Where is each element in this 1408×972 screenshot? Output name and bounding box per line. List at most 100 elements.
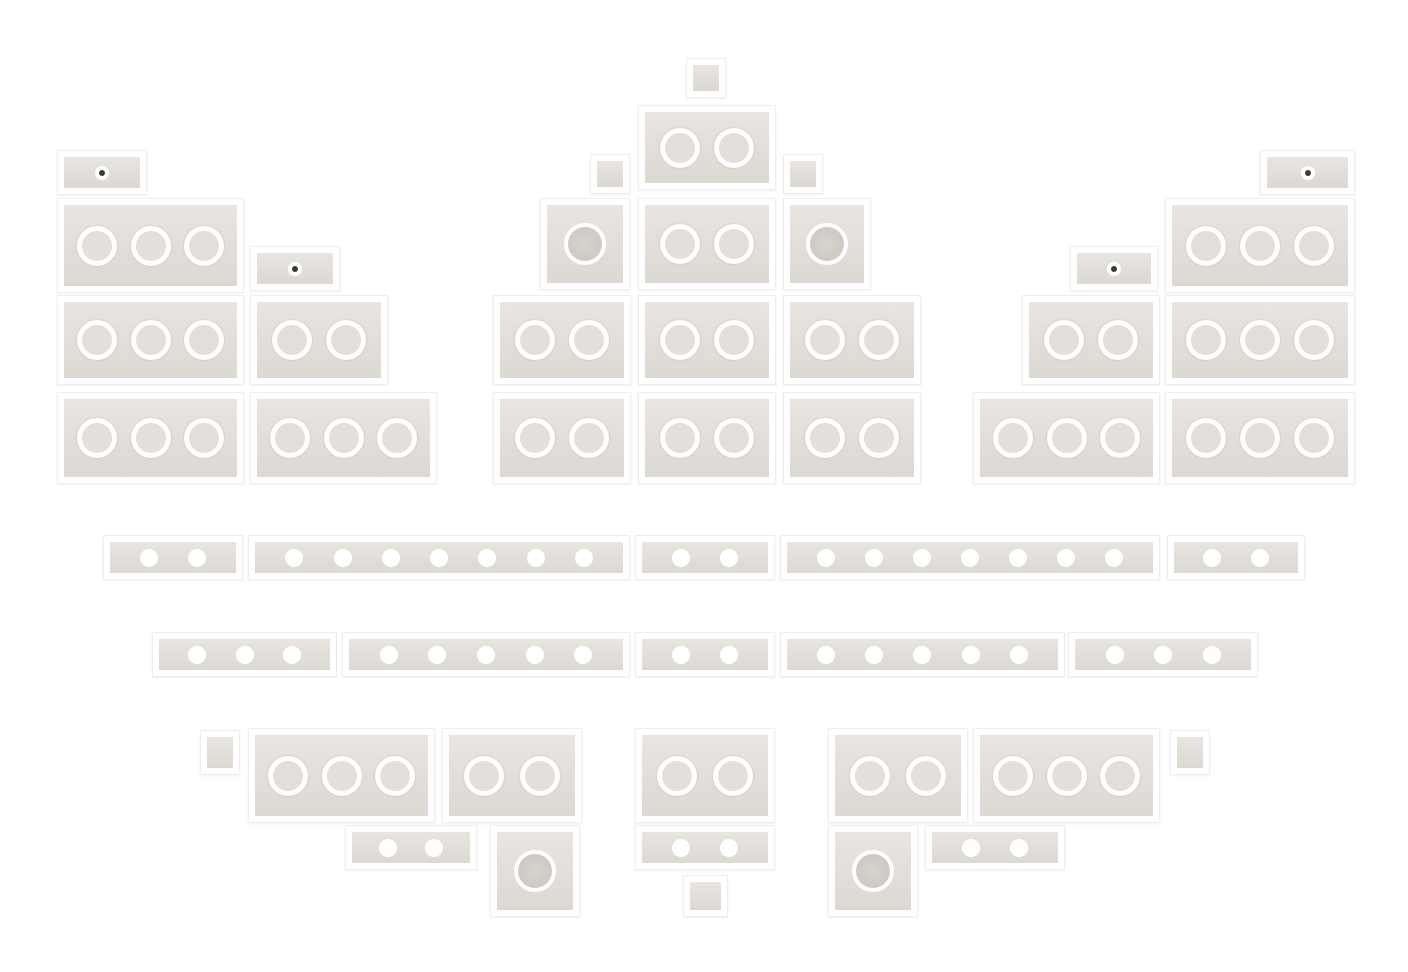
brick	[493, 392, 631, 484]
brick	[250, 295, 388, 385]
round-mark	[852, 850, 894, 892]
hole-mark	[1010, 838, 1028, 857]
brick-face	[693, 65, 719, 91]
hole-mark	[526, 548, 545, 567]
brick	[973, 392, 1160, 484]
round-mark	[806, 223, 848, 265]
hole-mark	[720, 645, 738, 664]
round-mark	[514, 850, 556, 892]
brick-face	[257, 302, 381, 378]
stud-mark	[657, 755, 698, 796]
stud-mark	[1240, 225, 1280, 266]
brick-face	[597, 161, 623, 187]
brick-face	[1029, 302, 1153, 378]
hole-mark	[672, 838, 690, 857]
hole-mark	[865, 645, 884, 664]
brick	[57, 392, 244, 484]
hole-mark	[188, 645, 207, 664]
hole-mark	[913, 548, 931, 567]
brick-face	[64, 399, 237, 477]
hole-mark	[720, 838, 738, 857]
stud-mark	[130, 418, 171, 458]
stud-mark	[77, 225, 118, 266]
hole-mark	[476, 645, 495, 664]
hole-mark	[1154, 645, 1172, 664]
hole-mark	[381, 548, 400, 567]
stud-mark	[183, 225, 224, 266]
brick	[248, 728, 435, 823]
stud-mark	[321, 755, 362, 796]
brick-face	[1172, 205, 1348, 286]
brick-face	[642, 735, 768, 816]
plate	[635, 632, 775, 677]
brick-face	[255, 735, 428, 816]
stud-mark	[268, 755, 309, 796]
round-tile	[540, 198, 630, 290]
stud-mark	[659, 418, 700, 458]
stud-mark	[1046, 418, 1087, 458]
pin-mark	[288, 261, 302, 276]
brick-face	[642, 542, 768, 573]
stud-mark	[859, 320, 900, 360]
brick-face	[1077, 253, 1151, 284]
pin-mark	[95, 165, 109, 180]
brick-face	[790, 161, 816, 187]
stud-mark	[130, 225, 171, 266]
stud-mark	[859, 418, 900, 458]
hole-mark	[1105, 645, 1124, 664]
stud-mark	[1186, 225, 1226, 266]
stud-mark	[183, 418, 224, 458]
brick-face	[1174, 542, 1298, 573]
hole-mark	[962, 838, 980, 857]
plate	[635, 535, 775, 580]
stud-mark	[270, 418, 311, 458]
stud-mark	[77, 320, 118, 360]
hole-mark	[140, 548, 158, 567]
hole-mark	[1202, 645, 1221, 664]
brick-face	[110, 542, 236, 573]
hole-mark	[961, 548, 979, 567]
plate	[780, 632, 1065, 677]
stud-mark	[659, 320, 700, 360]
hole-mark	[478, 548, 497, 567]
brick-face	[980, 735, 1153, 816]
hole-mark	[720, 548, 738, 567]
hole-mark	[1057, 548, 1075, 567]
brick-face	[645, 112, 769, 183]
stud-mark	[1240, 418, 1280, 458]
hole-mark	[430, 548, 448, 567]
stud-mark	[712, 755, 753, 796]
plate	[635, 825, 775, 870]
stud-mark	[1294, 320, 1334, 360]
brick-face	[835, 735, 961, 816]
hole-mark	[424, 838, 443, 857]
pin-tile	[1260, 150, 1355, 195]
hole-mark	[285, 548, 304, 567]
pin-mark	[1300, 165, 1315, 180]
stud-mark	[993, 418, 1034, 458]
square-tile	[686, 58, 726, 98]
brick-face	[352, 832, 470, 863]
stud-mark	[659, 224, 700, 264]
hole-mark	[574, 548, 593, 567]
brick-face	[1177, 737, 1203, 768]
brick	[783, 295, 921, 385]
hole-mark	[1009, 645, 1028, 664]
brick-face	[835, 832, 911, 910]
stud-mark	[993, 755, 1034, 796]
brick	[250, 392, 437, 484]
plate	[925, 825, 1065, 870]
brick-face	[642, 832, 768, 863]
brick	[638, 198, 776, 290]
square-tile	[683, 875, 728, 917]
hole-mark	[1009, 548, 1027, 567]
hole-mark	[1203, 548, 1222, 567]
stud-mark	[1186, 320, 1226, 360]
stud-mark	[1098, 320, 1139, 360]
stud-mark	[1043, 320, 1084, 360]
hole-mark	[333, 548, 352, 567]
brick-face	[790, 399, 914, 477]
brick	[57, 198, 244, 293]
plate	[152, 632, 337, 677]
